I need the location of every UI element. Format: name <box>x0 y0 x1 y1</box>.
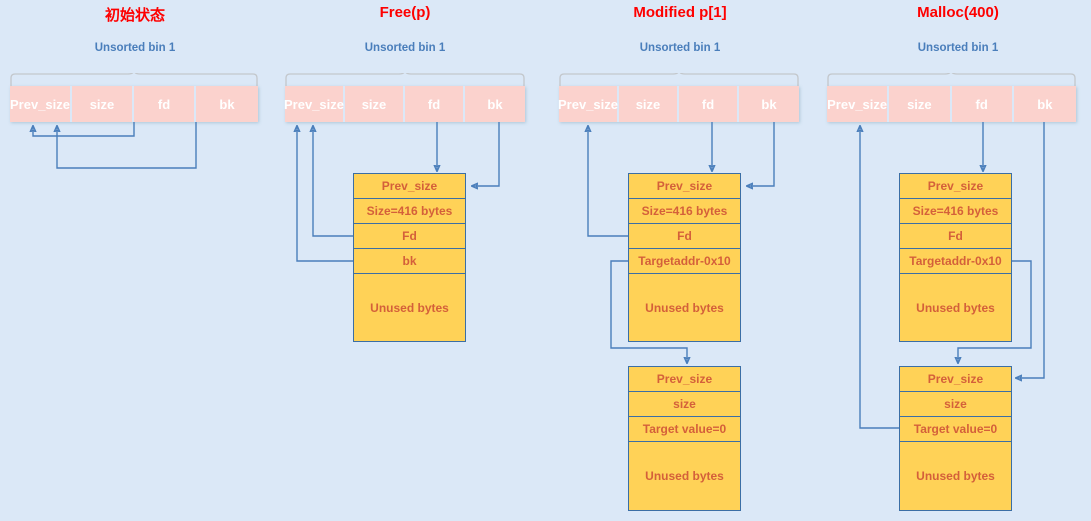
unsorted-bin-table: Prev_size size fd bk <box>827 86 1076 122</box>
bin-cell-bk[interactable]: bk <box>465 86 525 122</box>
column-initial-state: 初始状态 Unsorted bin 1 Prev_size size fd bk <box>0 0 270 521</box>
bin-brace <box>285 73 525 86</box>
bin-label: Unsorted bin 1 <box>917 42 999 54</box>
chunk-row-prev-size[interactable]: Prev_size <box>354 174 465 199</box>
bin-cell-size[interactable]: size <box>72 86 134 122</box>
chunk-row-targetaddr[interactable]: Targetaddr-0x10 <box>900 249 1011 274</box>
chunk-row-size[interactable]: Size=416 bytes <box>629 199 740 224</box>
column-title: Modified p[1] <box>633 4 727 21</box>
bin-cell-fd[interactable]: fd <box>951 86 1014 122</box>
chunk-box-free: Prev_size Size=416 bytes Fd bk Unused by… <box>353 173 466 342</box>
bin-cell-fd[interactable]: fd <box>134 86 196 122</box>
bin-cell-bk[interactable]: bk <box>739 86 799 122</box>
chunk-row-unused-bytes[interactable]: Unused bytes <box>629 274 740 341</box>
chunk-row-prev-size[interactable]: Prev_size <box>629 174 740 199</box>
bin-cell-prev-size[interactable]: Prev_size <box>827 86 890 122</box>
chunk-row-bk[interactable]: bk <box>354 249 465 274</box>
bin-cell-fd[interactable]: fd <box>679 86 739 122</box>
chunk-row-prev-size[interactable]: Prev_size <box>900 367 1011 392</box>
chunk-row-target-value[interactable]: Target value=0 <box>900 417 1011 442</box>
column-free-p: Free(p) Unsorted bin 1 Prev_size size fd… <box>280 0 530 521</box>
unsorted-bin-table: Prev_size size fd bk <box>558 86 799 122</box>
bin-cell-size[interactable]: size <box>889 86 952 122</box>
chunk-box-victim: Prev_size Size=416 bytes Fd Targetaddr-0… <box>628 173 741 342</box>
unsorted-bin-table: Prev_size size fd bk <box>284 86 525 122</box>
column-modified-p1: Modified p[1] Unsorted bin 1 Prev_size s… <box>555 0 805 521</box>
chunk-row-size[interactable]: size <box>900 392 1011 417</box>
chunk-row-fd[interactable]: Fd <box>900 224 1011 249</box>
chunk-box-victim: Prev_size Size=416 bytes Fd Targetaddr-0… <box>899 173 1012 342</box>
chunk-row-unused-bytes[interactable]: Unused bytes <box>900 442 1011 510</box>
column-malloc-400: Malloc(400) Unsorted bin 1 Prev_size siz… <box>825 0 1091 521</box>
chunk-box-target: Prev_size size Target value=0 Unused byt… <box>628 366 741 511</box>
chunk-row-fd[interactable]: Fd <box>354 224 465 249</box>
column-title: Free(p) <box>379 4 431 21</box>
chunk-row-unused-bytes[interactable]: Unused bytes <box>354 274 465 341</box>
chunk-box-target: Prev_size size Target value=0 Unused byt… <box>899 366 1012 511</box>
chunk-row-prev-size[interactable]: Prev_size <box>629 367 740 392</box>
bin-cell-fd[interactable]: fd <box>405 86 465 122</box>
chunk-row-size[interactable]: Size=416 bytes <box>354 199 465 224</box>
bin-label: Unsorted bin 1 <box>639 42 721 54</box>
bin-cell-size[interactable]: size <box>345 86 405 122</box>
column-title: 初始状态 <box>104 7 165 24</box>
column-title: Malloc(400) <box>917 4 999 21</box>
chunk-row-target-value[interactable]: Target value=0 <box>629 417 740 442</box>
bin-cell-bk[interactable]: bk <box>1013 86 1076 122</box>
chunk-row-size[interactable]: Size=416 bytes <box>900 199 1011 224</box>
bin-cell-prev-size[interactable]: Prev_size <box>284 86 345 122</box>
bin-label: Unsorted bin 1 <box>94 42 176 54</box>
bin-brace <box>559 73 799 86</box>
bin-cell-prev-size[interactable]: Prev_size <box>10 86 72 122</box>
chunk-row-unused-bytes[interactable]: Unused bytes <box>629 442 740 510</box>
bin-cell-bk[interactable]: bk <box>196 86 258 122</box>
bin-label: Unsorted bin 1 <box>364 42 446 54</box>
chunk-row-unused-bytes[interactable]: Unused bytes <box>900 274 1011 341</box>
bin-brace <box>827 73 1076 86</box>
bin-brace <box>10 73 258 86</box>
bin-cell-prev-size[interactable]: Prev_size <box>558 86 619 122</box>
chunk-row-prev-size[interactable]: Prev_size <box>900 174 1011 199</box>
bin-cell-size[interactable]: size <box>619 86 679 122</box>
chunk-row-targetaddr[interactable]: Targetaddr-0x10 <box>629 249 740 274</box>
chunk-row-size[interactable]: size <box>629 392 740 417</box>
chunk-row-fd[interactable]: Fd <box>629 224 740 249</box>
unsorted-bin-table: Prev_size size fd bk <box>10 86 258 122</box>
